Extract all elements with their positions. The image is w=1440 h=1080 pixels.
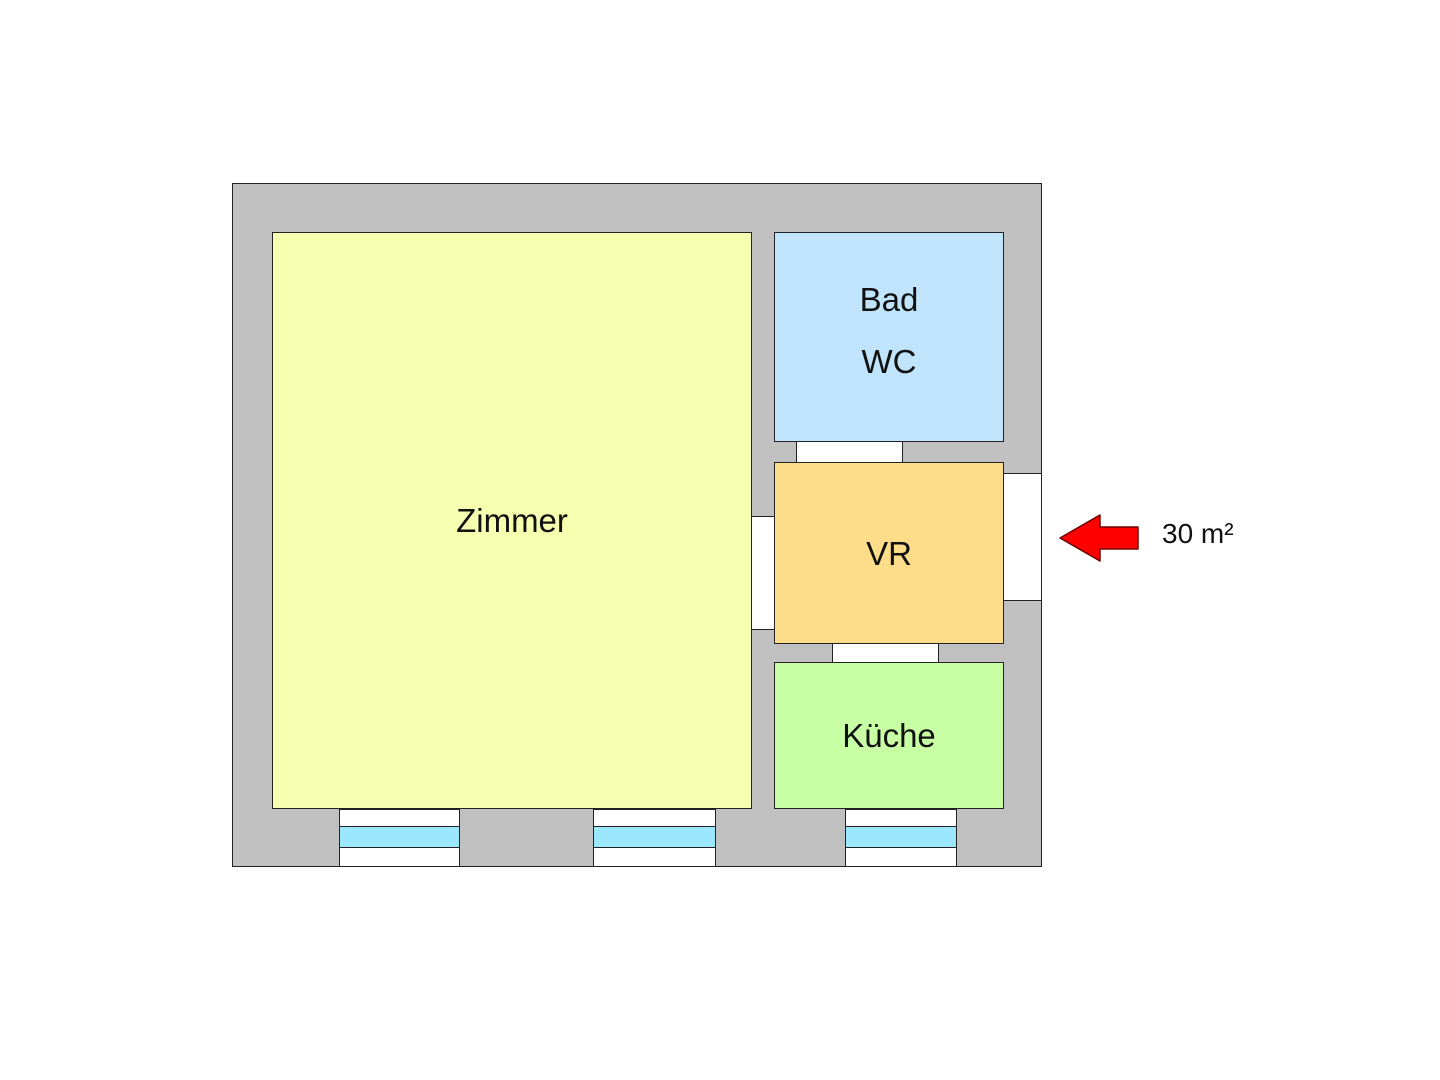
entrance-door bbox=[1003, 473, 1042, 601]
door-zimmer-vr bbox=[751, 516, 775, 630]
window-frame-top bbox=[846, 810, 956, 827]
room-bad-wc: Bad WC bbox=[774, 232, 1004, 442]
window-glass bbox=[846, 827, 956, 847]
area-label: 30 m² bbox=[1162, 518, 1234, 549]
room-bad-label: Bad bbox=[859, 281, 919, 318]
left-arrow-icon bbox=[1059, 514, 1139, 562]
window-frame-bottom bbox=[594, 847, 715, 866]
window-frame-top bbox=[594, 810, 715, 827]
room-kueche: Küche bbox=[774, 662, 1004, 809]
room-kueche-label: Küche bbox=[842, 717, 936, 754]
entrance-arrow-shape bbox=[1059, 514, 1139, 562]
window-glass bbox=[594, 827, 715, 847]
room-vorraum: VR bbox=[774, 462, 1004, 644]
room-zimmer-label: Zimmer bbox=[456, 502, 568, 539]
room-wc-label: WC bbox=[861, 343, 917, 380]
window-icon bbox=[845, 809, 957, 867]
room-vr-label: VR bbox=[866, 534, 912, 572]
door-bad-vr bbox=[796, 441, 903, 463]
window-frame-top bbox=[340, 810, 459, 827]
door-vr-kueche bbox=[832, 643, 939, 663]
window-frame-bottom bbox=[340, 847, 459, 866]
window-glass bbox=[340, 827, 459, 847]
room-zimmer: Zimmer bbox=[272, 232, 752, 809]
window-icon bbox=[593, 809, 716, 867]
window-icon bbox=[339, 809, 460, 867]
window-frame-bottom bbox=[846, 847, 956, 866]
